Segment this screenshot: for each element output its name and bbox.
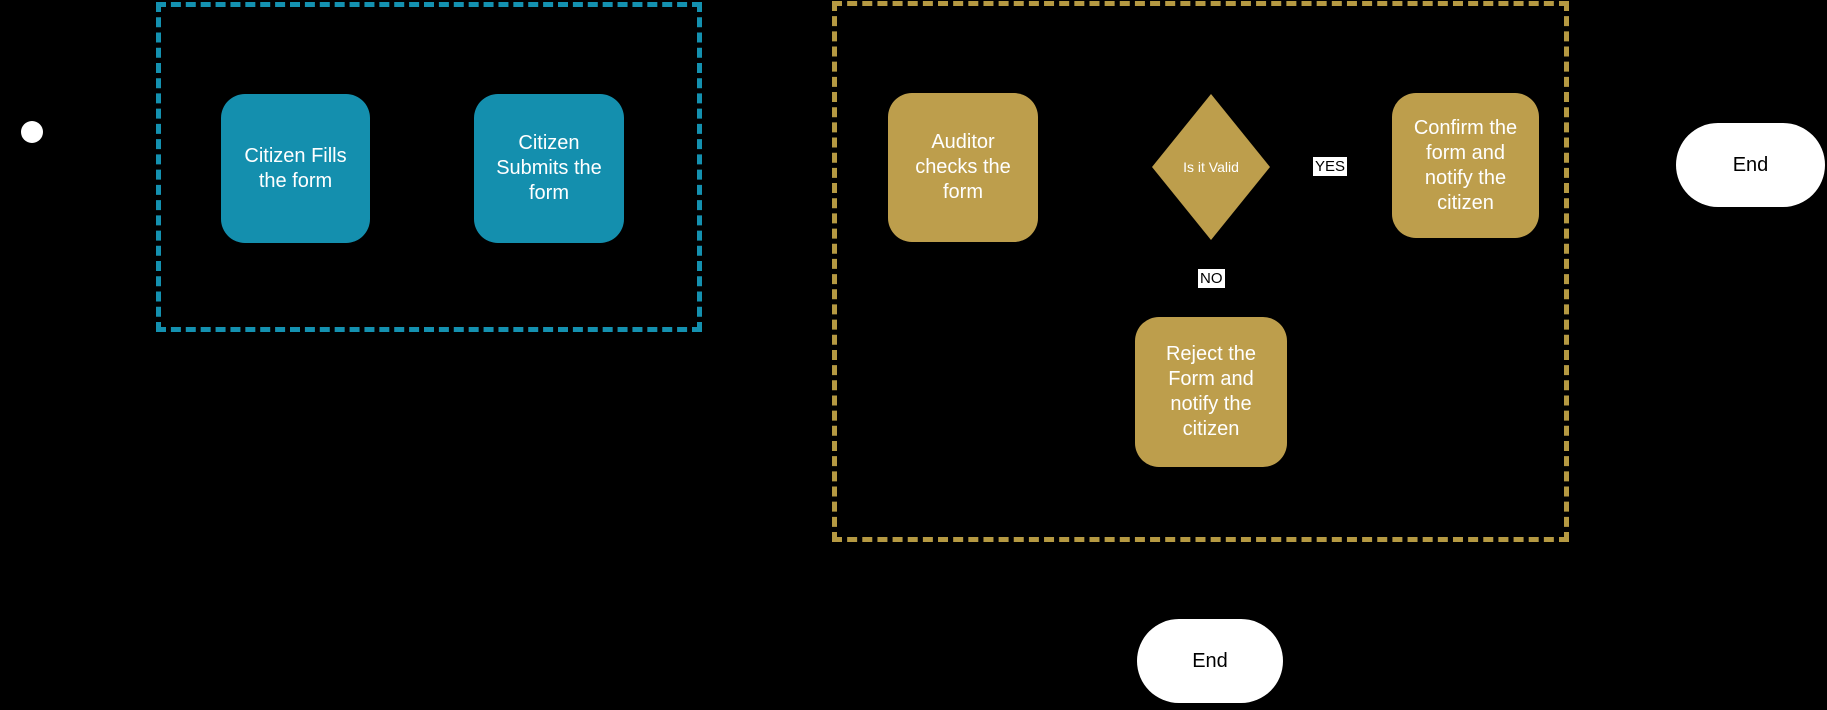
end-node-right: End: [1676, 123, 1825, 207]
edge-label-yes: YES: [1313, 157, 1348, 176]
node-reject-and-notify: Reject the Form and notify the citizen: [1135, 317, 1287, 467]
node-label: Citizen Submits the form: [496, 132, 602, 204]
node-label: Is it Valid: [1183, 159, 1239, 175]
node-confirm-and-notify: Confirm the form and notify the citizen: [1392, 93, 1539, 238]
citizen-lane: [156, 2, 702, 332]
end-node-bottom: End: [1137, 619, 1283, 703]
node-label: Reject the Form and notify the citizen: [1165, 343, 1257, 440]
node-label: End: [1732, 153, 1769, 176]
auditor-lane: [832, 1, 1569, 542]
node-citizen-submits-form: Citizen Submits the form: [474, 94, 624, 243]
node-auditor-checks-form: Auditor checks the form: [888, 93, 1038, 242]
node-label: Confirm the form and notify the citizen: [1413, 116, 1518, 214]
edge-label-no: NO: [1198, 269, 1225, 288]
node-citizen-fills-form: Citizen Fills the form: [221, 94, 370, 243]
start-node: [21, 121, 43, 143]
node-label: Auditor checks the form: [915, 131, 1011, 203]
node-label: Citizen Fills the form: [244, 144, 347, 192]
node-label: End: [1192, 649, 1228, 672]
